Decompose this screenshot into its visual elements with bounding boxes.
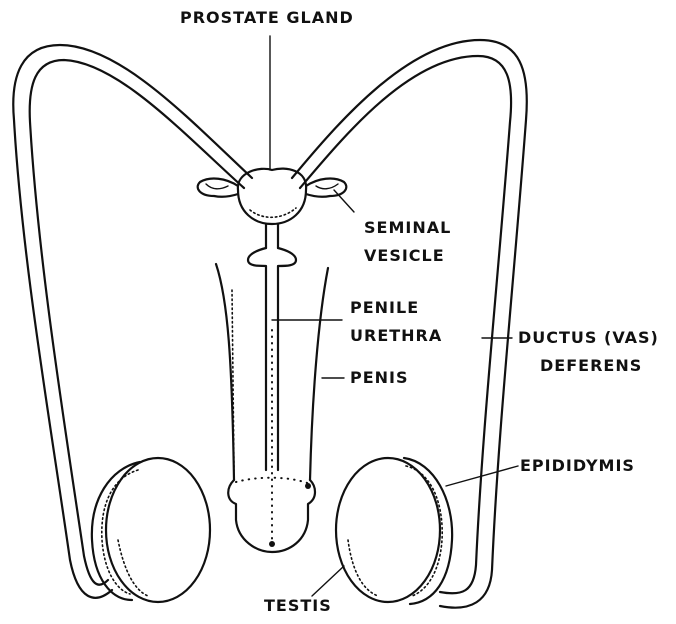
prostate-gland [238,169,306,224]
seminal-vesicle-right [306,179,346,197]
ductus-deferens-left [13,45,252,598]
label-testis: TESTIS [264,598,332,614]
label-penile-urethra-line2: URETHRA [350,328,442,344]
urethra [248,224,296,550]
epididymis-right [404,458,452,604]
testis-right [336,458,440,602]
label-penile-urethra-line1: PENILE [350,300,419,316]
label-seminal-vesicle-line2: VESICLE [364,248,445,264]
label-ductus-line1: DUCTUS (VAS) [518,330,659,346]
label-epididymis: EPIDIDYMIS [520,458,635,474]
label-prostate-gland: PROSTATE GLAND [180,10,354,26]
label-seminal-vesicle-line1: SEMINAL [364,220,451,236]
ductus-deferens-right [292,40,527,608]
epididymis-left [92,462,140,600]
seminal-vesicle-left [198,179,238,197]
label-penis: PENIS [350,370,409,386]
label-ductus-line2: DEFERENS [540,358,642,374]
